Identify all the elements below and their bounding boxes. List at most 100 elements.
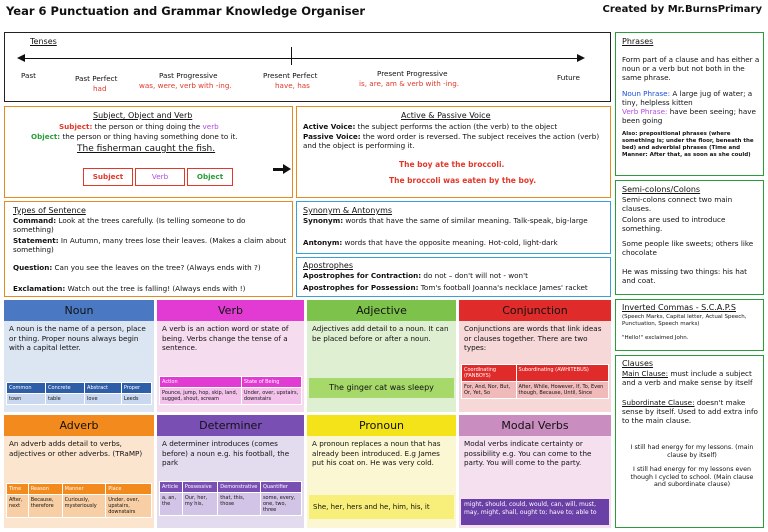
voice-example-active: The boy ate the broccoli. <box>399 160 505 169</box>
adjective-body: Adjectives add detail to a noun. It can … <box>312 324 449 343</box>
inverted-commas-example: "Hello!" exclaimed John. <box>622 335 689 341</box>
sentence-command: Command: Look at the trees carefully. (I… <box>13 216 246 234</box>
arrow-right-icon <box>577 54 585 62</box>
adverb-col-reason: Reason <box>27 483 63 495</box>
adverb-col-time: Time <box>6 483 29 495</box>
clause-example-2: I still had energy for my lessons even t… <box>630 466 754 488</box>
tense-present-perfect-example: have, has <box>275 81 310 90</box>
adverb-col-manner: Manner <box>61 483 107 495</box>
colon-example: He was missing two things: his hat and c… <box>622 267 747 285</box>
pronoun-title: Pronoun <box>307 415 456 436</box>
phrases-heading: Phrases <box>622 37 654 46</box>
semicolon-example: Some people like sweets; others like cho… <box>622 239 754 257</box>
synonym-heading: Synonym & Antonyms <box>303 206 393 215</box>
verb-card: Verb A verb is an action word or state o… <box>157 300 304 412</box>
conjunction-title: Conjunction <box>459 300 611 321</box>
modal-verbs-card: Modal Verbs Modal verbs indicate certain… <box>459 415 611 528</box>
voice-active-def: Active Voice: the subject performs the a… <box>303 122 558 131</box>
determiner-card: Determiner A determiner introduces (come… <box>157 415 304 528</box>
table-cell: some, every, one, two, three <box>259 492 303 516</box>
tense-past-progressive-example: was, were, verb with -ing. <box>139 81 232 90</box>
tense-past-progressive: Past Progressive <box>159 71 218 80</box>
verb-title: Verb <box>157 300 304 321</box>
subordinate-clause-def: Subordinate Clause: doesn't make sense b… <box>622 398 758 425</box>
voice-panel: Active & Passive Voice Active Voice: the… <box>296 106 611 198</box>
noun-col-common: Common <box>5 382 47 394</box>
determiner-body: A determiner introduces (comes before) a… <box>162 439 290 467</box>
table-cell: Leeds <box>120 393 153 405</box>
tense-past-perfect: Past Perfect <box>75 74 118 83</box>
inverted-commas-text: (Speech Marks, Capital letter, Actual Sp… <box>622 314 747 327</box>
apostrophe-contraction: Apostrophes for Contraction: do not – do… <box>303 271 528 280</box>
table-cell: town <box>5 393 47 405</box>
determiner-title: Determiner <box>157 415 304 436</box>
verb-body: A verb is an action word or state of bei… <box>162 324 289 352</box>
main-clause-def: Main Clause: must include a subject and … <box>622 369 753 387</box>
arrow-left-icon <box>17 54 25 62</box>
pronoun-card: Pronoun A pronoun replaces a noun that h… <box>307 415 456 528</box>
sentence-types-panel: Types of Sentence Command: Look at the t… <box>4 201 293 297</box>
voice-example-passive: The broccoli was eaten by the boy. <box>389 176 537 185</box>
table-cell: Curiously, mysteriously <box>61 494 107 518</box>
apostrophe-possession: Apostrophes for Possession: Tom's footba… <box>303 283 588 292</box>
adjective-example: The ginger cat was sleepy <box>309 378 454 398</box>
conjunction-body: Conjunctions are words that link ideas o… <box>464 324 602 352</box>
table-cell: Our, her, my his, <box>181 492 219 516</box>
sentence-types-heading: Types of Sentence <box>13 206 86 215</box>
table-cell: Under, over, upstairs, downstairs <box>105 494 152 518</box>
sov-example-sentence: The fisherman caught the fish. <box>77 144 216 154</box>
noun-card: Noun A noun is the name of a person, pla… <box>4 300 154 412</box>
table-cell: love <box>84 393 122 405</box>
table-cell: table <box>45 393 86 405</box>
conjunction-table: Coordinating (FANBOYS)Subordinating (AWH… <box>461 364 610 399</box>
table-cell: For, And, Nor, But, Or, Yet, So <box>461 381 517 399</box>
sov-panel: Subject, Object and Verb Subject: the pe… <box>4 106 293 198</box>
tense-past-perfect-example: had <box>93 84 107 93</box>
semicolons-def: Semi-colons connect two main clauses. <box>622 195 733 213</box>
conjunction-col-coordinating: Coordinating (FANBOYS) <box>461 364 517 382</box>
sov-object-def: Object: the person or thing having somet… <box>31 132 238 141</box>
clauses-heading: Clauses <box>622 359 654 368</box>
verb-col-action: Action <box>159 376 242 388</box>
sentence-exclamation: Exclamation: Watch out the tree is falli… <box>13 284 246 293</box>
adverb-col-place: Place <box>105 483 152 495</box>
inverted-commas-panel: Inverted Commas - S.C.A.P.S (Speech Mark… <box>615 299 764 351</box>
sov-tag-subject: Subject <box>83 168 133 186</box>
phrases-panel: Phrases Form part of a clause and has ei… <box>615 32 764 176</box>
tense-future: Future <box>557 73 580 82</box>
table-cell: Under, over, upstairs, downstairs <box>240 387 303 405</box>
synonym-def: Synonym: words that have the same of sim… <box>303 216 588 225</box>
phrases-intro: Form part of a clause and has either a n… <box>622 55 760 82</box>
antonym-def: Antonym: words that have the opposite me… <box>303 238 558 247</box>
timeline-now-marker <box>291 47 292 65</box>
arrow-right-icon <box>273 168 285 171</box>
clauses-panel: Clauses Main Clause: must include a subj… <box>615 355 764 528</box>
verb-col-state: State of Being <box>240 376 303 388</box>
table-cell: a, an, the <box>159 492 183 516</box>
tense-present-progressive: Present Progressive <box>377 69 448 78</box>
sov-tag-verb: Verb <box>135 168 185 186</box>
sov-subject-def: Subject: the person or thing doing the v… <box>59 122 219 131</box>
determiner-col-possessive: Possessive <box>181 481 219 493</box>
adjective-card: Adjective Adjectives add detail to a nou… <box>307 300 456 412</box>
tense-past: Past <box>21 71 36 80</box>
modal-verbs-body: Modal verbs indicate certainty or possib… <box>464 439 592 467</box>
table-cell: that, this, those <box>217 492 261 516</box>
noun-col-proper: Proper <box>120 382 153 394</box>
colons-def: Colons are used to introduce something. <box>622 215 726 233</box>
apostrophes-panel: Apostrophes Apostrophes for Contraction:… <box>296 257 611 297</box>
clause-example-1: I still had energy for my lessons. (main… <box>630 444 754 459</box>
sentence-statement: Statement: In Autumn, many trees lose th… <box>13 236 287 254</box>
determiner-col-article: Article <box>159 481 183 493</box>
author-credit: Created by Mr.BurnsPrimary <box>602 4 762 15</box>
voice-heading: Active & Passive Voice <box>401 111 491 120</box>
page-title: Year 6 Punctuation and Grammar Knowledge… <box>6 4 366 18</box>
tense-present-perfect: Present Perfect <box>263 71 318 80</box>
tenses-heading: Tenses <box>30 37 57 46</box>
apostrophes-heading: Apostrophes <box>303 261 353 270</box>
noun-title: Noun <box>4 300 154 321</box>
noun-col-abstract: Abstract <box>84 382 122 394</box>
modal-verbs-example: might, should, could, would, can, will, … <box>461 499 609 525</box>
